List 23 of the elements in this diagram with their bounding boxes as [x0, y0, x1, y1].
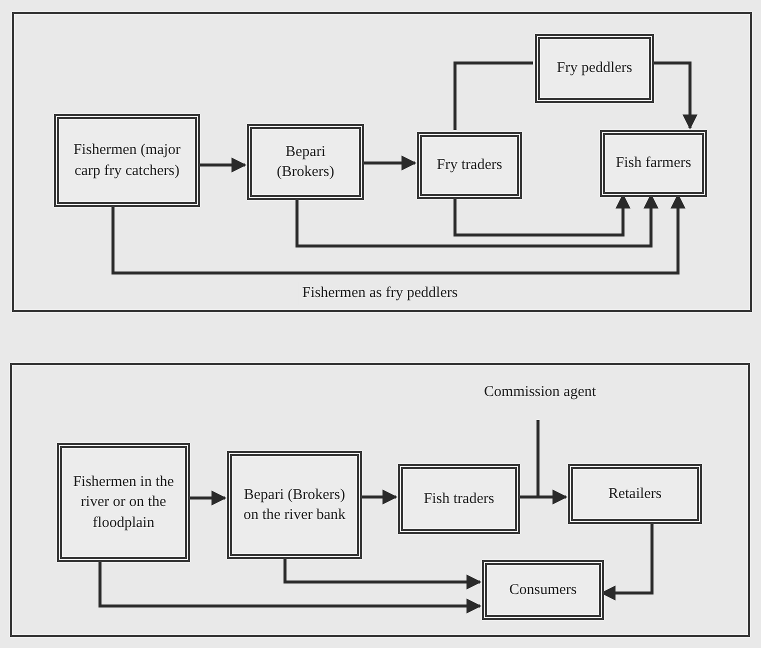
arrow	[362, 156, 416, 170]
arrow	[98, 560, 482, 614]
connector-line	[454, 62, 533, 130]
process-box: Consumers	[482, 560, 604, 620]
process-box: Fish farmers	[600, 130, 707, 197]
panel-frame	[10, 363, 750, 637]
process-box: Fry traders	[417, 132, 522, 199]
process-box: Fish traders	[398, 464, 520, 534]
arrow	[284, 557, 482, 590]
panel-frame	[12, 12, 752, 312]
arrow	[518, 490, 568, 504]
process-box: Fishermen (major carp fry catchers)	[54, 114, 200, 207]
process-box: Bepari (Brokers) on the river bank	[227, 451, 362, 559]
annotation-text: Commission agent	[484, 383, 596, 402]
process-box: Fry peddlers	[535, 34, 654, 103]
arrow	[652, 62, 698, 130]
process-box: Bepari (Brokers)	[247, 124, 364, 200]
arrow	[360, 490, 398, 504]
process-box: Retailers	[568, 464, 702, 524]
connector-line	[536, 420, 540, 497]
arrow	[188, 490, 226, 506]
arrow	[198, 158, 246, 172]
process-box: Fishermen in the river or on the floodplain	[57, 443, 190, 562]
